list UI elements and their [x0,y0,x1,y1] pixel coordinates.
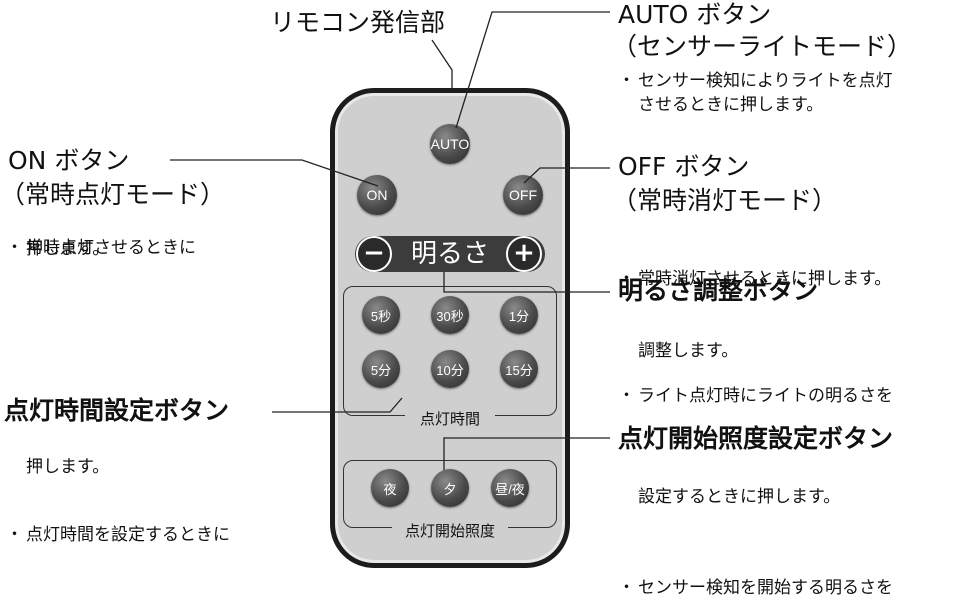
timer-title: 点灯時間設定ボタン [4,396,230,425]
brightness-desc-line2: 調整します。 [638,341,739,361]
emitter-leader [431,39,453,90]
on-button[interactable]: ON [357,175,397,215]
auto-desc-line1: センサー検知によりライトを点灯 [618,70,975,93]
auto-desc-line2: させるときに押します。 [638,95,824,115]
off-title: OFF ボタン [618,152,750,181]
on-desc-line1: 常時点灯させるときに [6,237,975,260]
illuminance-title: 点灯開始照度設定ボタン [618,424,894,453]
on-subtitle: （常時点灯モード） [0,180,226,209]
timer-desc-line1: 点灯時間を設定するときに [6,524,975,547]
brightness-desc-line1: ライト点灯時にライトの明るさを [618,385,975,408]
timer-button-5s[interactable]: 5秒 [362,296,400,334]
on-title: ON ボタン [8,146,130,175]
off-button[interactable]: OFF [503,175,543,215]
timer-leader [272,397,403,413]
brightness-leader [443,272,610,293]
brightness-title: 明るさ調整ボタン [618,276,819,305]
timer-button-5m[interactable]: 5分 [362,350,400,388]
timer-button-15m[interactable]: 15分 [500,350,538,388]
timer-group-label: 点灯時間 [405,408,495,429]
on-desc-line2: 押します。 [26,239,110,259]
auto-subtitle: （センサーライトモード） [612,32,913,61]
timer-button-1m[interactable]: 1分 [500,296,538,334]
timer-button-30s[interactable]: 30秒 [431,296,469,334]
illuminance-button-evening[interactable]: 夕 [431,469,469,507]
emitter-label: リモコン発信部 [270,8,446,37]
leader-lines [170,11,610,470]
off-desc-line1: 常時消灯させるときに押します。 [618,268,975,291]
on-leader [170,159,379,187]
timer-button-10m[interactable]: 10分 [431,350,469,388]
timer-desc-line2: 押します。 [26,457,110,477]
illuminance-button-night[interactable]: 夜 [371,469,409,507]
illuminance-leader [443,437,610,470]
auto-button[interactable]: AUTO [430,124,470,164]
illuminance-button-day-night[interactable]: 昼/夜 [491,469,529,507]
illuminance-desc-line1: センサー検知を開始する明るさを [618,577,975,600]
off-subtitle: （常時消灯モード） [612,186,838,215]
off-leader [523,167,610,184]
illuminance-desc-line2: 設定するときに押します。 [638,487,841,507]
auto-leader [455,11,610,129]
auto-title: AUTO ボタン [618,0,772,29]
